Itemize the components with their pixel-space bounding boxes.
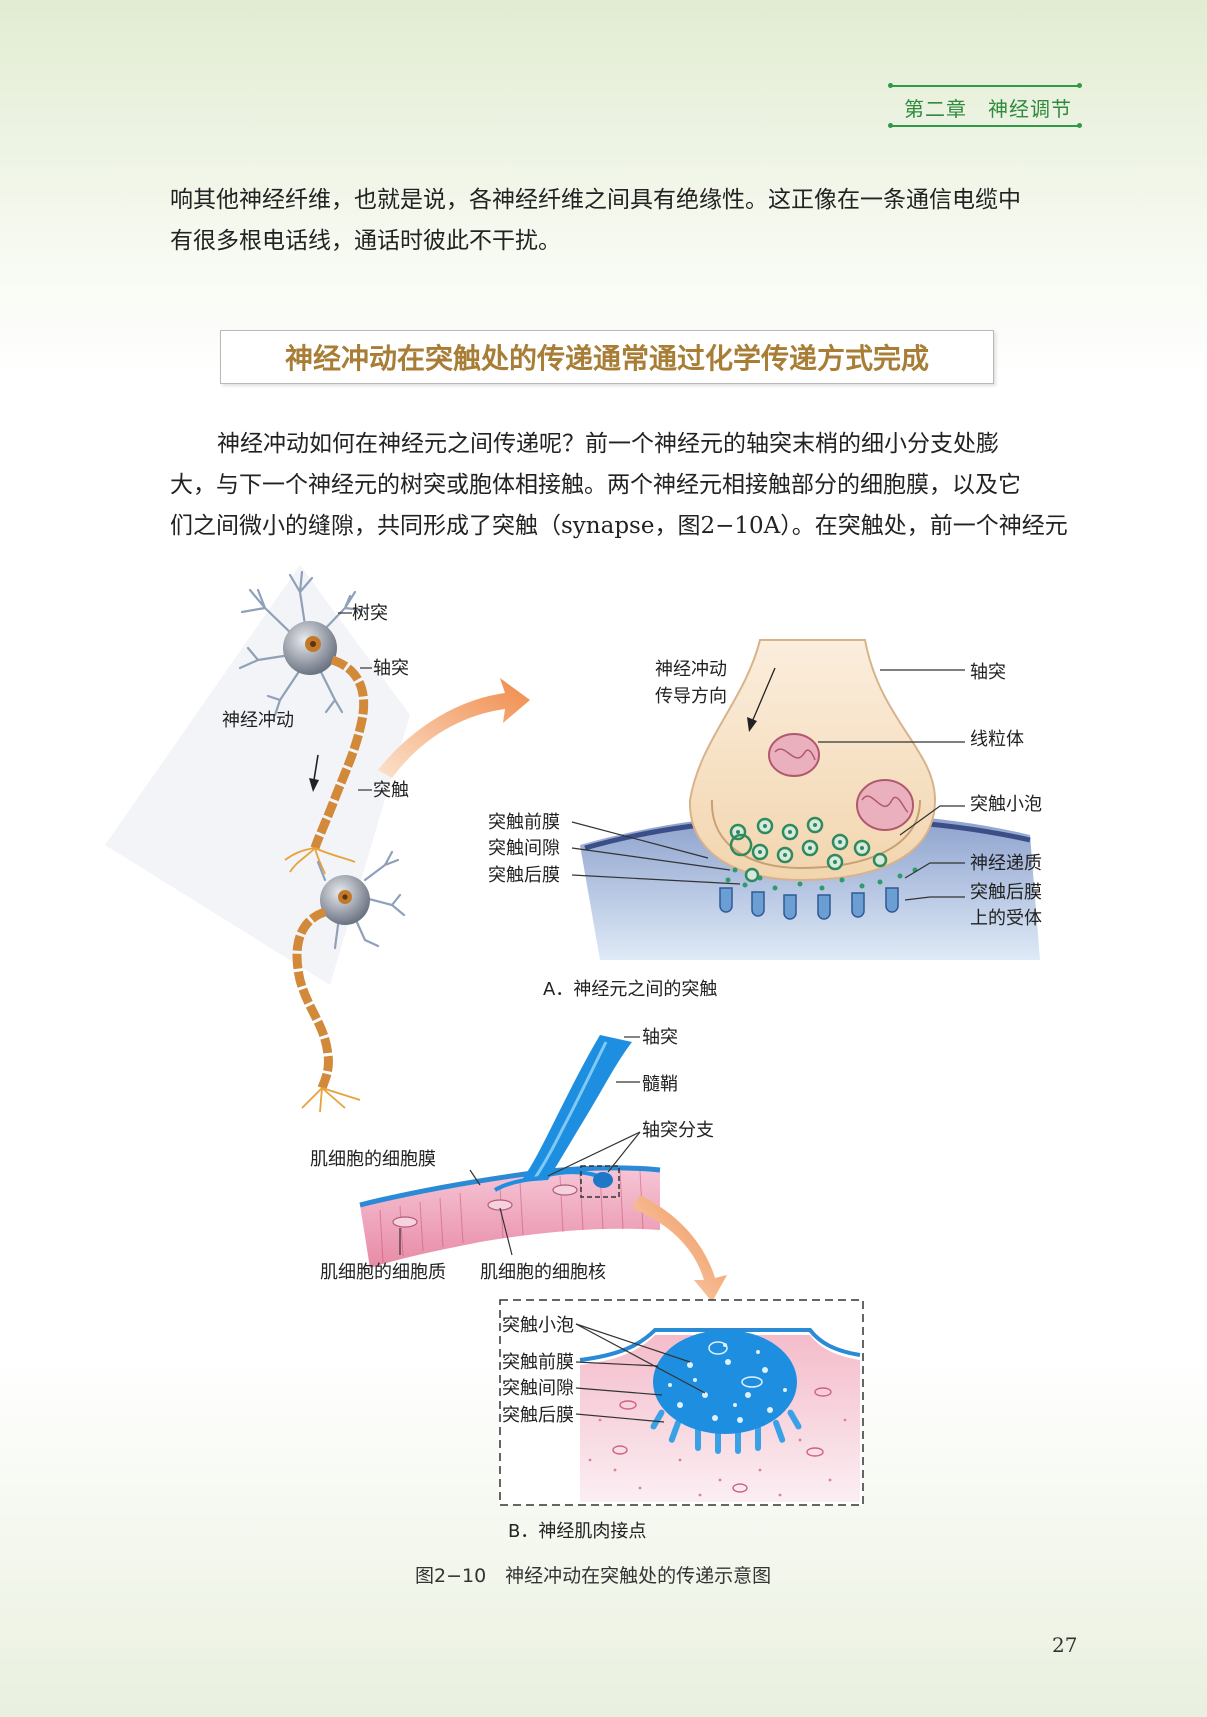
zoom-arrow-b [632,1195,727,1302]
label-neurotransmitter: 神经递质 [970,853,1042,874]
fusing-vesicle [729,833,753,857]
inset-vesicles [668,1343,787,1423]
presynaptic-membrane [710,799,921,870]
paragraph-line: 大，与下一个神经元的树突或胞体相接触。两个神经元相接触部分的细胞膜，以及它 [170,472,1021,498]
neuromuscular-illustration: 轴突 髓鞘 轴突分支 肌细胞的细胞膜 肌细胞的细胞质 肌细胞的细胞核 [310,1027,714,1283]
label-axon-neuron: 轴突 [373,658,409,679]
figure-caption: 图2−10 神经冲动在突触处的传递示意图 [415,1565,771,1587]
paragraph-line: 们之间微小的缝隙，共同形成了突触（synapse，图2−10A）。在突触处，前一… [170,513,1068,539]
direction-arrow-line [751,667,776,723]
section-heading-box: 神经冲动在突触处的传递通常通过化学传递方式完成 [220,330,994,384]
label-receptor-line2: 上的受体 [970,908,1042,929]
neuron-illustration: 树突 轴突 神经冲动 突触 [105,565,410,1113]
inset-mitochondria [612,1387,832,1493]
junctional-folds [650,1409,802,1454]
inset-nerve-terminal [653,1330,797,1434]
label-inset-cleft: 突触间隙 [502,1378,574,1399]
lower-axon [292,907,333,1090]
chapter-number: 第二章 [904,97,967,121]
zoom-box [580,1165,620,1198]
caption-panel-a: A．神经元之间的突触 [543,979,717,1000]
nmj-leaders [399,1036,641,1256]
inset-leaders [575,1323,706,1423]
paragraph-line: 神经冲动如何在神经元之间传递呢？前一个神经元的轴突末梢的细小分支处膨 [217,431,999,457]
mitochondrion-1-crista [774,748,816,761]
label-inset-presynaptic: 突触前膜 [502,1352,574,1373]
label-myelin: 髓鞘 [642,1074,678,1095]
label-axon-detail: 轴突 [970,662,1006,683]
section-heading: 神经冲动在突触处的传递通常通过化学传递方式完成 [284,342,929,375]
label-nerve-impulse: 神经冲动 [222,710,294,731]
mitochondrion-2 [856,779,914,831]
upper-axon [310,655,369,850]
paragraph-continuation: 响其他神经纤维，也就是说，各神经纤维之间具有绝缘性。这正像在一条通信电缆中 有很… [170,180,1078,262]
caption-panel-b: B．神经肌肉接点 [508,1521,646,1542]
zoom-arrow-a [378,678,530,778]
neurotransmitters [725,867,918,891]
label-direction-line1: 神经冲动 [655,659,727,680]
neuron-shadow [105,565,410,985]
label-mitochondrion: 线粒体 [970,729,1024,750]
inset-schwann-membrane [579,1328,861,1362]
paragraph-line: 响其他神经纤维，也就是说，各神经纤维之间具有绝缘性。这正像在一条通信电缆中 [170,187,1021,213]
header-rule-top [888,83,1082,88]
synapse-leaders [571,669,965,901]
label-direction-line2: 传导方向 [655,686,727,707]
lower-nucleolus [342,894,348,900]
postsynaptic-cell [580,812,1040,960]
vesicle-cores [736,823,864,864]
label-synaptic-cleft: 突触间隙 [488,838,560,859]
inset-terminal-mitochondria [708,1341,763,1388]
mitochondrion-1 [768,733,820,777]
nmj-inset: 突触小泡 突触前膜 突触间隙 突触后膜 [499,1299,864,1506]
impulse-arrow-head [309,778,319,792]
inset-muscle-texture [588,1418,847,1497]
lower-axon-terminals [301,1087,361,1113]
axon-terminals [284,847,356,875]
header-rule-bottom [888,123,1082,128]
receptors [719,887,899,920]
paragraph-line: 有很多根电话线，通话时彼此不干扰。 [170,228,561,254]
label-axon-branch: 轴突分支 [642,1120,714,1141]
axon-core [533,1041,608,1179]
axon-myelin [520,1035,632,1182]
synapse-detail: 神经冲动 传导方向 轴突 线粒体 突触小泡 突触前膜 突触间隙 突触后膜 神经递… [488,639,1042,960]
label-muscle-nucleus: 肌细胞的细胞核 [480,1262,606,1283]
upper-nucleolus [310,641,316,647]
muscle-nucleus-1 [392,1216,418,1228]
motor-end-plate [593,1172,613,1188]
label-presynaptic-membrane: 突触前膜 [488,812,560,833]
chapter-section-name: 神经调节 [988,97,1072,121]
label-synapse: 突触 [373,780,409,801]
direction-arrow-head [747,717,757,732]
chapter-title: 第二章 神经调节 [904,93,1072,122]
label-postsynaptic-membrane: 突触后膜 [488,865,560,886]
chapter-header: 第二章 神经调节 [888,83,1082,128]
paragraph-synapse: 神经冲动如何在神经元之间传递呢？前一个神经元的轴突末梢的细小分支处膨 大，与下一… [170,424,1078,547]
mitochondrion-2-crista [861,795,909,813]
dendrites-top [238,570,364,717]
axon-branch-left [493,1176,541,1192]
label-muscle-membrane: 肌细胞的细胞膜 [310,1149,436,1170]
label-dendrite: 树突 [352,603,388,624]
label-muscle-cytoplasm: 肌细胞的细胞质 [320,1262,446,1283]
neuron-leaders [338,612,372,791]
muscle-nucleus-3 [552,1184,578,1196]
label-receptor-line1: 突触后膜 [970,882,1042,903]
label-synaptic-vesicle: 突触小泡 [970,794,1042,815]
muscle-fiber [360,1167,660,1268]
page-number: 27 [1052,1633,1078,1657]
label-inset-postsynaptic: 突触后膜 [502,1405,574,1426]
impulse-arrow-line [313,754,319,781]
label-inset-vesicle: 突触小泡 [502,1315,574,1336]
label-nmj-axon: 轴突 [642,1027,678,1048]
